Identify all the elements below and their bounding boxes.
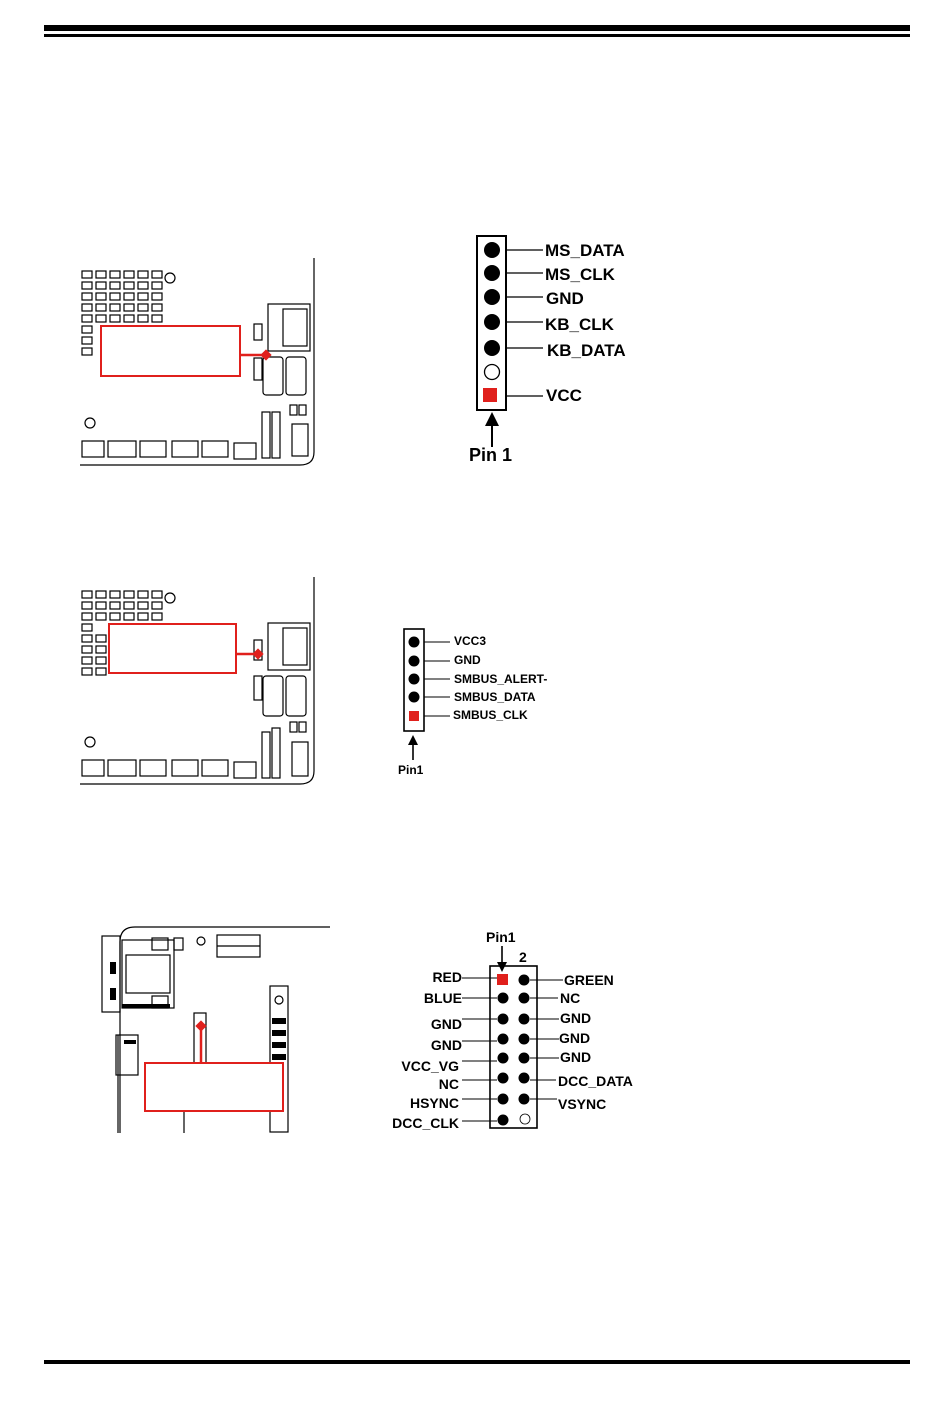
vga-left-pin-label: DCC_CLK [392,1116,459,1130]
vga-left-pin-label: BLUE [424,991,462,1005]
vga-right-pin-label: GND [560,1050,591,1064]
vga-left-pin-label: RED [432,970,462,984]
vga-right-pin-label: VSYNC [558,1097,606,1111]
vga-right-pin-label: GREEN [564,973,614,987]
vga-left-pin-label: GND [431,1017,462,1031]
vga-right-pin-label: NC [560,991,580,1005]
vga-pin1-label: Pin1 [486,930,516,944]
vga-right-pin-label: GND [559,1031,590,1045]
vga-left-pin-label: GND [431,1038,462,1052]
vga-pin2-label: 2 [519,950,527,964]
vga-right-pin-label: DCC_DATA [558,1074,633,1088]
vga-right-pin-label: GND [560,1011,591,1025]
vga-left-pin-label: VCC_VG [401,1059,459,1073]
vga-left-pin-label: NC [439,1077,459,1091]
vga-left-pin-label: HSYNC [410,1096,459,1110]
